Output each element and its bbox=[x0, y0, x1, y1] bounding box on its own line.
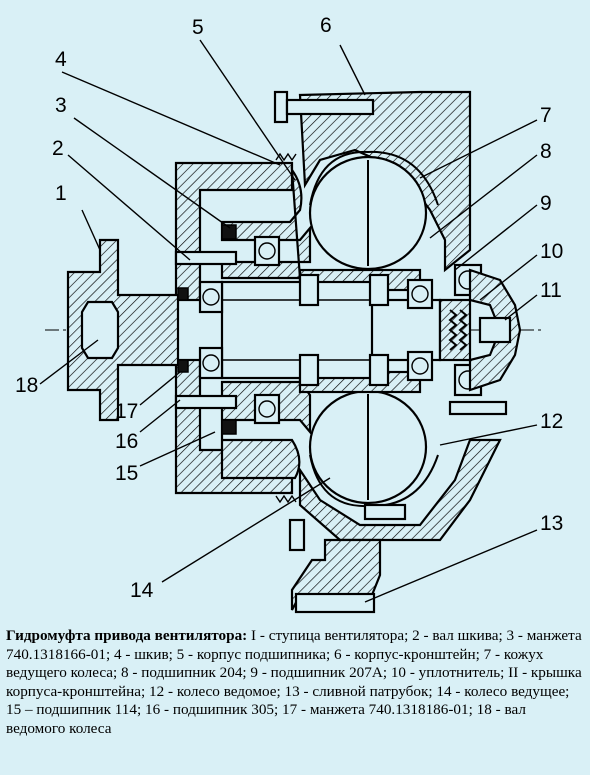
bracket-housing-lower bbox=[298, 438, 502, 542]
drain-pipe-flange bbox=[294, 592, 376, 614]
leader-lines bbox=[39, 39, 538, 603]
callout-labels: 1 2 3 4 5 6 7 8 9 10 11 12 13 14 15 16 1… bbox=[15, 14, 563, 602]
seal-assembly bbox=[438, 298, 472, 362]
driving-wheel-upper-shroud bbox=[309, 150, 439, 206]
callout-15: 15 bbox=[115, 462, 138, 485]
callout-17: 17 bbox=[115, 400, 138, 423]
seal-spring bbox=[448, 309, 468, 351]
seal-small-upper bbox=[177, 287, 189, 301]
caption-text: I - ступица вентилятора; 2 - вал шкива; … bbox=[6, 627, 582, 737]
bolt-housing-lower-b bbox=[363, 503, 407, 521]
bolt-left-lower bbox=[174, 394, 238, 410]
cover-plug bbox=[478, 316, 512, 344]
callout-18: 18 bbox=[15, 374, 38, 397]
callout-4: 4 bbox=[55, 48, 67, 71]
callout-12: 12 bbox=[540, 410, 563, 433]
callout-6: 6 bbox=[320, 14, 332, 37]
seal-lower bbox=[221, 419, 237, 435]
top-bolt-head bbox=[285, 98, 375, 116]
seal-small-lower bbox=[177, 359, 189, 373]
bolt-right-upper bbox=[298, 273, 320, 307]
callout-14: 14 bbox=[130, 579, 154, 602]
pulley-shaft bbox=[220, 280, 374, 380]
bracket-housing bbox=[298, 90, 472, 273]
bolt-left-upper bbox=[174, 250, 238, 266]
callout-9: 9 bbox=[540, 192, 552, 215]
caption-title: Гидромуфта привода вентилятора: bbox=[6, 627, 248, 644]
seal-upper bbox=[221, 224, 237, 240]
callout-10: 10 bbox=[540, 240, 563, 263]
bolt-cover-lower bbox=[448, 400, 508, 416]
bolt-right-b bbox=[368, 353, 390, 387]
callout-11: 11 bbox=[540, 279, 562, 302]
top-bolt bbox=[273, 90, 289, 124]
callout-13: 13 bbox=[540, 512, 563, 535]
figure-caption: Гидромуфта привода вентилятора: I - ступ… bbox=[6, 627, 584, 739]
bolt-housing-lower bbox=[288, 518, 306, 552]
pulley-grooves bbox=[275, 152, 297, 504]
bolt-right-lower bbox=[298, 353, 320, 387]
hub-nut bbox=[80, 300, 120, 360]
housing-cover bbox=[468, 268, 522, 392]
hydraulic-coupling-drawing: 1 2 3 4 5 6 7 8 9 10 11 12 13 14 15 16 1… bbox=[15, 14, 563, 614]
callout-3: 3 bbox=[55, 94, 67, 117]
callout-2: 2 bbox=[52, 137, 64, 160]
callout-5: 5 bbox=[192, 16, 204, 39]
bolt-right-a bbox=[368, 273, 390, 307]
bearing-housing bbox=[220, 166, 312, 280]
callout-1: 1 bbox=[55, 182, 67, 205]
callout-8: 8 bbox=[540, 140, 552, 163]
bearing-housing-lower bbox=[220, 380, 312, 480]
callout-16: 16 bbox=[115, 430, 138, 453]
callout-7: 7 bbox=[540, 104, 552, 127]
